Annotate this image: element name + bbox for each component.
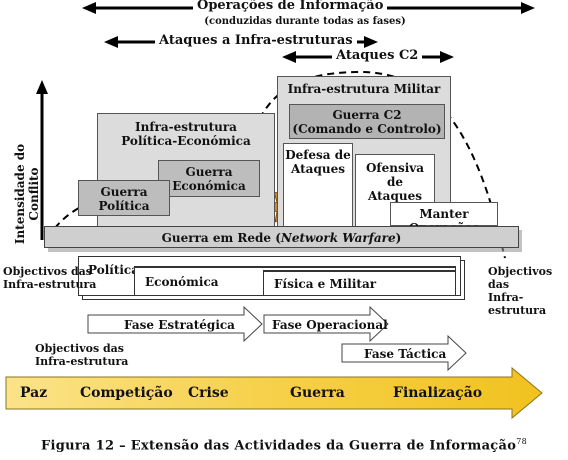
phase-strategic-arrow: [87, 305, 263, 343]
intensity-axis: [36, 80, 48, 240]
guerra-c2-box: Guerra C2 (Comando e Controlo): [289, 104, 445, 139]
network-warfare-label: Network Warfare: [280, 231, 396, 245]
fisica-militar-box: Física e Militar: [263, 270, 456, 296]
manter-operacoes-box: Manter Operações: [390, 202, 498, 235]
caption-text: Figura 12 – Extensão das Actividades da …: [40, 438, 517, 454]
guerra-em-rede-label: Guerra em Rede: [161, 231, 272, 245]
figure-caption: Figura 12 – Extensão das Actividades da …: [0, 437, 568, 453]
infra-pol-econ-line2: Política-Económica: [121, 134, 251, 148]
guerra-politica-line2: Política: [98, 199, 150, 213]
c2-attacks-label: Ataques C2: [332, 49, 423, 63]
caption-ref: 78: [516, 437, 527, 446]
ops-subtitle: (conduzidas durante todas as fases): [204, 16, 406, 27]
timeline-competicao: Competição: [80, 385, 173, 401]
economica-label: Económica: [145, 275, 219, 289]
defesa-ataques-box: Defesa de Ataques: [283, 143, 353, 230]
guerra-c2-line1: Guerra C2: [332, 108, 402, 122]
ops-title: Operações de Informação: [193, 0, 388, 13]
defesa-ataques-line1: Defesa de: [285, 148, 351, 162]
phase-tactical-arrow: [341, 334, 467, 372]
ofensiva-ataques-line1: Ofensiva de: [365, 161, 425, 189]
guerra-em-rede-bar: Guerra em Rede (Network Warfare): [44, 226, 519, 248]
guerra-c2-line2: (Comando e Controlo): [292, 122, 442, 136]
timeline-arrow: [5, 366, 543, 420]
infra-pol-econ-line1: Infra-estrutura: [135, 120, 237, 134]
objectives-right-label: Objectivos das Infra-estrutura: [488, 265, 553, 317]
timeline-paz: Paz: [20, 385, 48, 401]
phase-tactical-label: Fase Táctica: [364, 347, 447, 361]
objectives-bottom-label: Objectivos das Infra-estrutura: [35, 342, 129, 368]
y-axis-label: Intensidade do Conflito: [13, 143, 41, 245]
fisica-militar-label: Física e Militar: [274, 277, 377, 291]
timeline-guerra: Guerra: [290, 385, 345, 401]
phase-operational-label: Fase Operacional: [272, 318, 388, 332]
ofensiva-ataques-line2: Ataques: [368, 189, 422, 203]
timeline-crise: Crise: [188, 385, 229, 401]
infra-militar-label: Infra-estrutura Militar: [287, 82, 441, 96]
guerra-economica-line2: Económica: [172, 179, 246, 193]
timeline-finalizacao: Finalização: [393, 385, 483, 401]
phase-strategic-label: Fase Estratégica: [124, 318, 235, 332]
phase-operational-arrow: [263, 305, 389, 343]
politica-label: Política: [88, 263, 140, 277]
infra-attacks-label: Ataques a Infra-estruturas: [155, 34, 357, 48]
guerra-politica-box: Guerra Política: [78, 180, 170, 216]
guerra-economica-line1: Guerra: [185, 165, 233, 179]
guerra-economica-box: Guerra Económica: [158, 160, 260, 197]
defesa-ataques-line2: Ataques: [291, 162, 345, 176]
guerra-politica-line1: Guerra: [100, 185, 148, 199]
objectives-left-label: Objectivos das Infra-estrutura: [3, 265, 97, 291]
